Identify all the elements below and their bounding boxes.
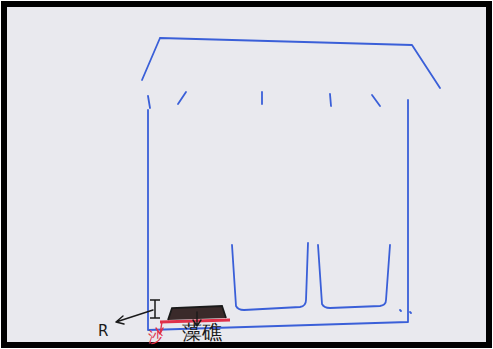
cup [318,245,390,308]
tank-body [148,100,408,330]
height-bracket [150,300,160,318]
dots [400,310,411,313]
sand-label: 沙 [148,330,163,345]
bottom-parts [150,300,230,322]
tank-drawing [142,38,440,330]
paper [4,4,489,345]
leader-arrow [116,310,153,324]
lid [142,38,440,88]
lid-marks [148,92,380,108]
cup [232,243,308,310]
reef-label: 藻礁 [182,322,222,342]
part-label: R [98,324,108,339]
